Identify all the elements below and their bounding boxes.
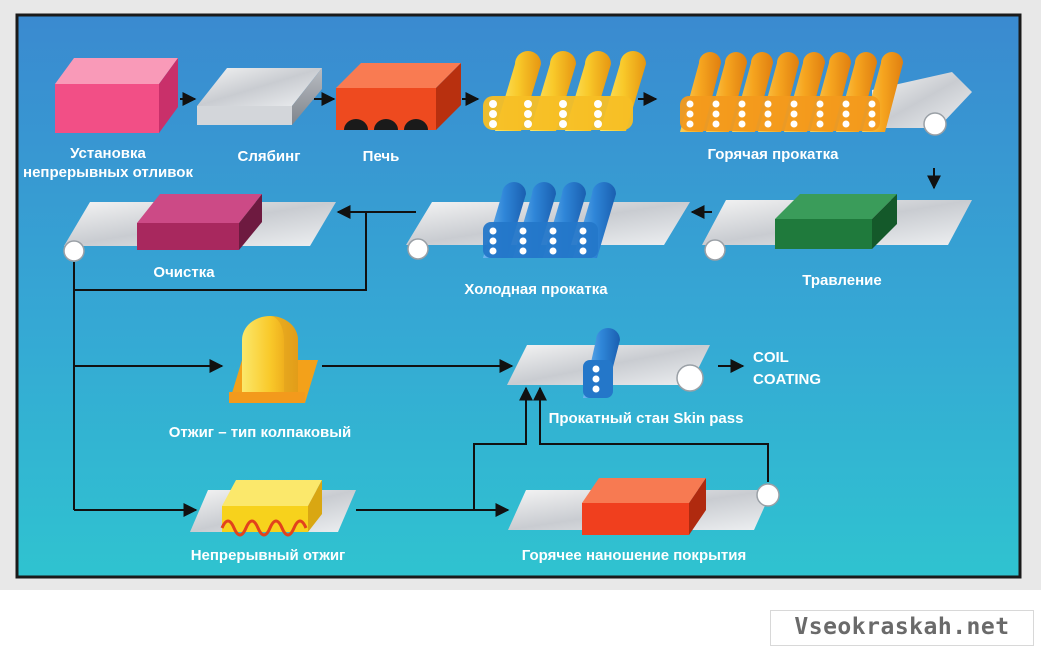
connector-annealing-to-skinpass: [473, 386, 533, 510]
skin-pass-mill: [507, 328, 710, 398]
watermark-box: Vseokraskah.net: [770, 610, 1034, 646]
label-batch-annealing: Отжиг – тип колпаковый: [169, 424, 352, 441]
continuous-casting-block: [55, 58, 178, 133]
label-cold-rolling: Холодная прокатка: [464, 281, 608, 298]
hot-dip-coating-unit: [508, 478, 780, 535]
label-continuous-casting-2: непрерывных отливок: [23, 164, 193, 181]
label-coil-coating-2: COATING: [753, 371, 821, 388]
watermark-text: Vseokraskah.net: [794, 614, 1010, 640]
label-coil-coating-1: COIL: [753, 349, 789, 366]
continuous-annealing-unit: [190, 480, 356, 537]
connector-coating-to-skinpass: [533, 386, 769, 482]
label-hot-dip-coating: Горячее наношение покрытия: [522, 547, 746, 564]
label-skin-pass: Прокатный стан Skin pass: [549, 410, 744, 427]
connector-cold-to-cleaning: [74, 205, 416, 291]
pickling-unit: [702, 194, 972, 261]
batch-annealing-unit: [229, 316, 318, 403]
roughing-rolls: [483, 51, 646, 131]
furnace-block: [336, 63, 461, 130]
label-continuous-annealing: Непрерывный отжиг: [191, 547, 346, 564]
label-continuous-casting-1: Установка: [70, 145, 146, 162]
label-slabbing: Слябинг: [238, 148, 301, 165]
label-hot-rolling: Горячая прокатка: [707, 146, 839, 163]
label-cleaning: Очистка: [153, 264, 215, 281]
cold-rolling-mill: [406, 182, 690, 260]
label-pickling: Травление: [802, 272, 881, 289]
cleaning-unit: [63, 194, 336, 262]
slab-block: [197, 68, 322, 125]
hot-rolling-mill: [680, 52, 972, 136]
label-furnace: Печь: [363, 148, 400, 165]
